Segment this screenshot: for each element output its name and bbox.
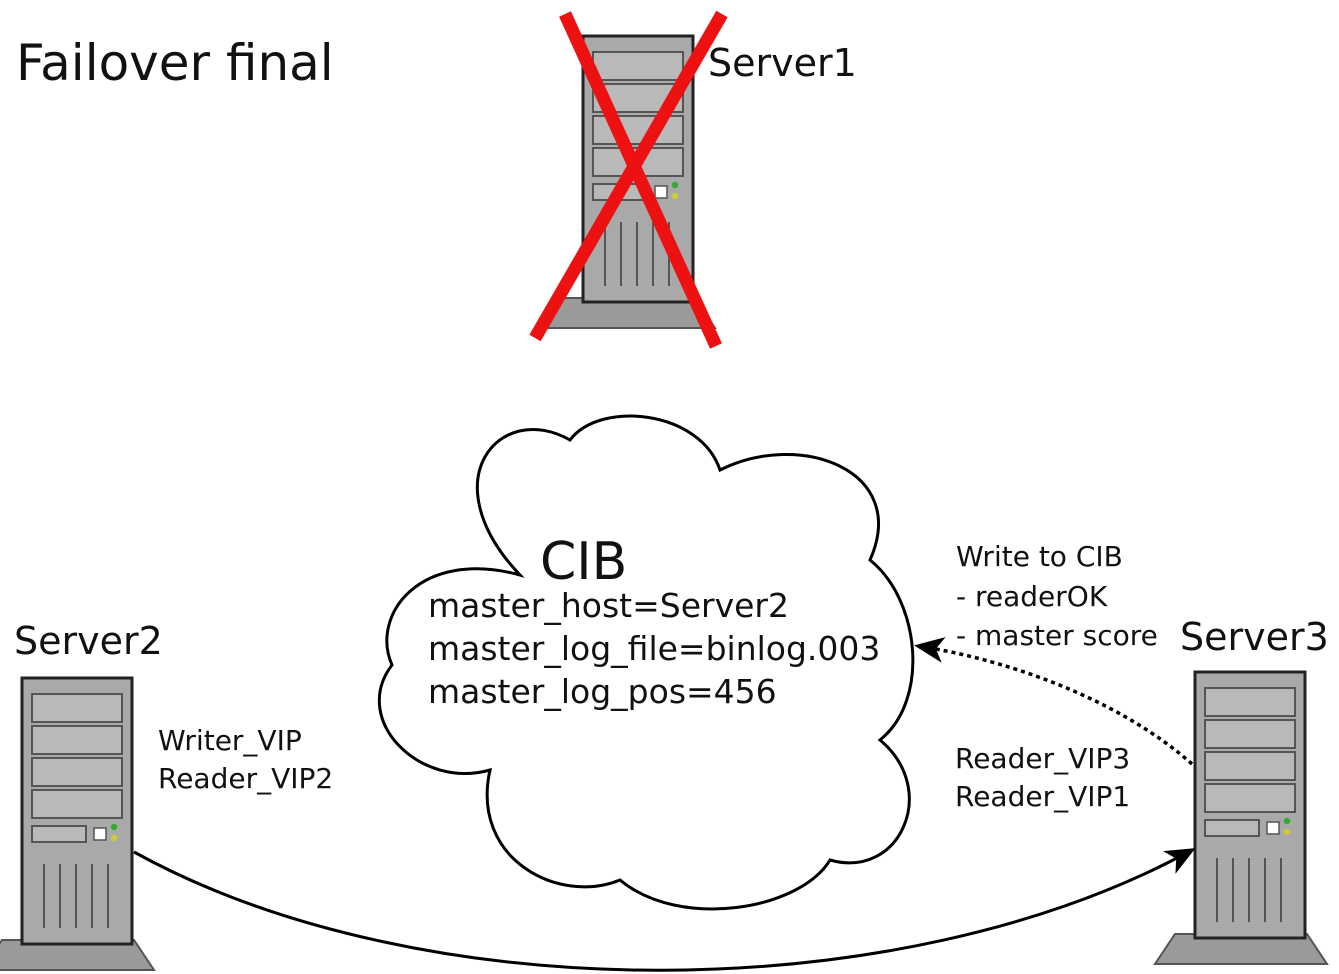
cib-title: CIB xyxy=(540,532,628,592)
write-note-line: - readerOK xyxy=(956,580,1108,613)
write-to-cib-arrow xyxy=(914,637,1194,766)
failure-cross-icon xyxy=(529,10,728,349)
cib-entry: master_log_file=binlog.003 xyxy=(428,629,881,668)
server2-resource: Reader_VIP2 xyxy=(158,762,334,795)
cib-cloud-shape xyxy=(377,414,915,911)
write-note-line: Write to CIB xyxy=(956,540,1123,573)
server2-label: Server2 xyxy=(14,619,163,663)
server3-resource: Reader_VIP3 xyxy=(955,742,1131,775)
diagram-title: Failover final xyxy=(16,34,334,92)
server3-icon xyxy=(1153,670,1329,966)
cib-entry: master_host=Server2 xyxy=(428,586,789,625)
server2-resource: Writer_VIP xyxy=(158,724,302,757)
server3-resource: Reader_VIP1 xyxy=(955,780,1131,813)
cib-entry: master_log_pos=456 xyxy=(428,672,777,711)
write-note-line: - master score xyxy=(956,619,1158,652)
server2-icon xyxy=(0,676,156,972)
server3-label: Server3 xyxy=(1180,615,1329,659)
server1-label: Server1 xyxy=(708,41,857,85)
replication-arrow xyxy=(133,848,1196,972)
